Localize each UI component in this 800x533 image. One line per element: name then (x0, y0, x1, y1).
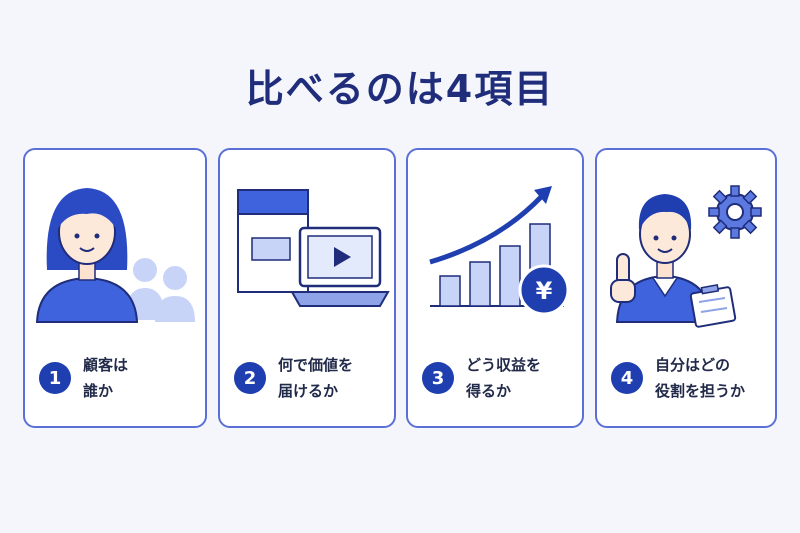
gear-icon (708, 185, 762, 239)
page-title: 比べるのは4項目 (245, 67, 555, 111)
revenue-growth-chart-icon: ¥ (408, 150, 582, 335)
role-person-gear-icon (597, 150, 775, 335)
customer-person-icon (25, 150, 205, 335)
yen-icon: ¥ (536, 277, 553, 305)
number-badge: 4 (611, 362, 643, 394)
number-badge: 2 (234, 362, 266, 394)
card-value: 2 何で価値を 届けるか (218, 148, 396, 428)
number-badge: 3 (422, 362, 454, 394)
card-role: 4 自分はどの 役割を担うか (595, 148, 777, 428)
card-label: 3 どう収益を 得るか (422, 352, 574, 404)
card-label: 1 顧客は 誰か (39, 352, 197, 404)
number-badge: 1 (39, 362, 71, 394)
card-text: 何で価値を 届けるか (278, 356, 354, 400)
card-customer: 1 顧客は 誰か (23, 148, 207, 428)
card-text: 顧客は 誰か (83, 356, 129, 400)
card-label: 4 自分はどの 役割を担うか (611, 352, 767, 404)
card-label: 2 何で価値を 届けるか (234, 352, 386, 404)
card-revenue: ¥ 3 どう収益を 得るか (406, 148, 584, 428)
card-text: 自分はどの 役割を担うか (655, 356, 746, 400)
card-text: どう収益を 得るか (466, 356, 542, 400)
product-laptop-icon (220, 150, 394, 335)
